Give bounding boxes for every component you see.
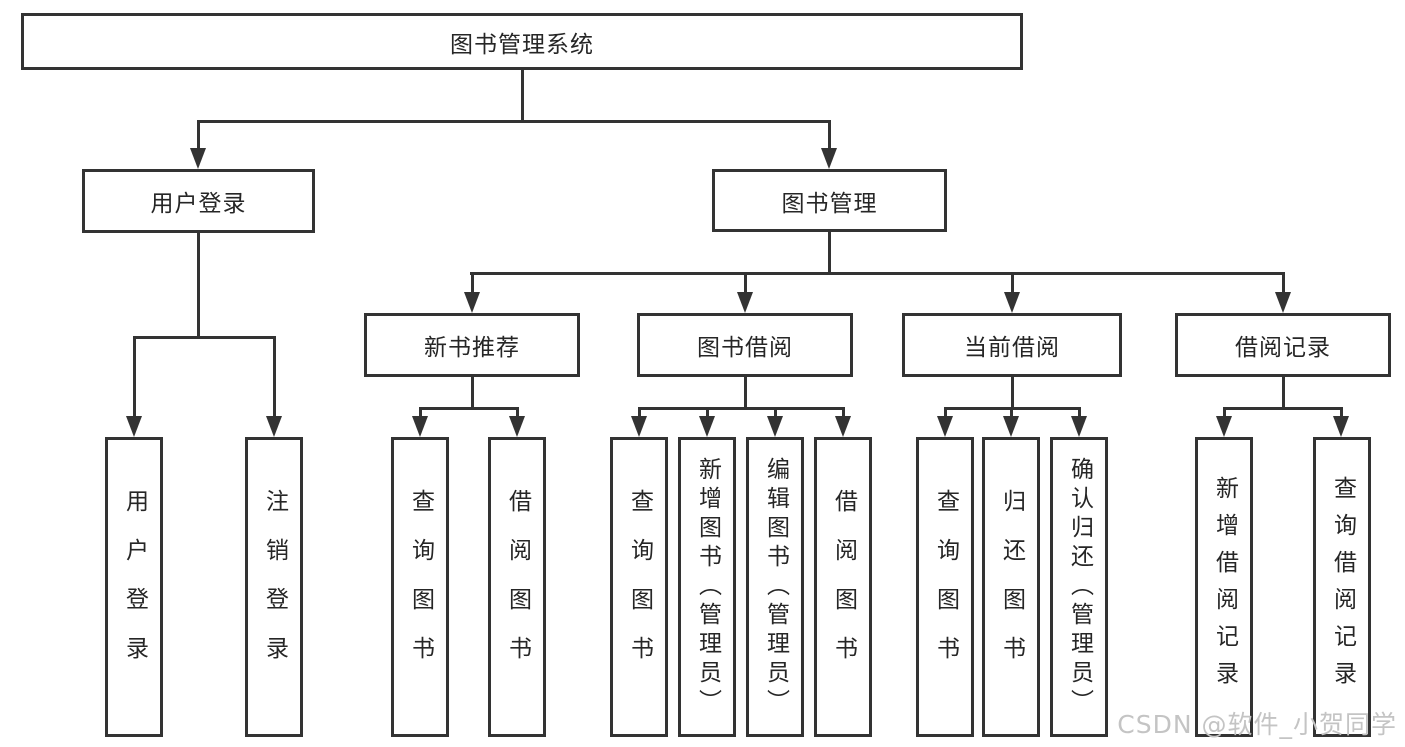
node-label: 查询图书 [407,489,434,685]
connector-line [944,407,947,418]
node-book-management: 图书管理 [712,169,947,232]
connector-line [516,407,519,418]
connector-line [133,336,276,339]
connector-line [471,377,474,407]
leaf-cb-confirm-return-admin: 确认归还（管理员） [1050,437,1108,737]
node-label: 当前借阅 [964,335,1060,361]
leaf-bb-edit-book-admin: 编辑图书（管理员） [746,437,804,737]
arrowhead-down-icon [631,416,647,437]
node-label: 查询借阅记录 [1329,476,1356,698]
arrowhead-down-icon [1004,292,1020,313]
connector-line [1010,407,1013,418]
connector-line [197,120,831,123]
leaf-rec-query-book: 查询图书 [391,437,449,737]
node-label: 借阅记录 [1235,335,1331,361]
leaf-bb-add-book-admin: 新增图书（管理员） [678,437,736,737]
connector-line [133,336,136,417]
leaf-br-query-record: 查询借阅记录 [1313,437,1371,737]
node-label: 新增图书（管理员） [694,456,721,718]
node-user-login: 用户登录 [82,169,315,233]
node-book-borrow: 图书借阅 [637,313,853,377]
leaf-logout: 注销登录 [245,437,303,737]
connector-line [1078,407,1081,418]
connector-line [842,407,845,418]
arrowhead-down-icon [1275,292,1291,313]
node-label: 借阅图书 [504,489,531,685]
connector-line [273,336,276,417]
node-label: 图书管理系统 [450,31,594,58]
node-label: 用户登录 [150,191,247,217]
node-label: 注销登录 [261,489,288,685]
leaf-cb-query-book: 查询图书 [916,437,974,737]
connector-line [1282,377,1285,407]
connector-line [1340,407,1343,418]
arrowhead-down-icon [821,148,837,169]
node-new-book-recommend: 新书推荐 [364,313,580,377]
leaf-br-add-record: 新增借阅记录 [1195,437,1253,737]
arrowhead-down-icon [509,416,525,437]
connector-line [197,120,200,150]
node-current-borrow: 当前借阅 [902,313,1122,377]
leaf-bb-borrow-book: 借阅图书 [814,437,872,737]
node-label: 新增借阅记录 [1211,476,1238,698]
connector-line [1223,407,1343,410]
csdn-watermark: CSDN @软件_小贺同学 [1117,710,1397,739]
node-label: 借阅图书 [830,489,857,685]
arrowhead-down-icon [412,416,428,437]
arrowhead-down-icon [835,416,851,437]
arrowhead-down-icon [937,416,953,437]
node-label: 归还图书 [998,489,1025,685]
connector-line [774,407,777,418]
leaf-cb-return-book: 归还图书 [982,437,1040,737]
connector-line [828,232,831,272]
node-label: 用户登录 [121,489,148,685]
connector-line [744,272,747,294]
connector-line [419,407,422,418]
node-library-management-system: 图书管理系统 [21,13,1023,70]
connector-line [470,272,1285,275]
node-label: 编辑图书（管理员） [762,456,789,718]
arrowhead-down-icon [1071,416,1087,437]
leaf-user-login: 用户登录 [105,437,163,737]
arrowhead-down-icon [266,416,282,437]
arrowhead-down-icon [126,416,142,437]
connector-line [1011,272,1014,294]
connector-line [521,70,524,120]
connector-line [638,407,641,418]
node-borrow-record: 借阅记录 [1175,313,1391,377]
node-label: 查询图书 [932,489,959,685]
leaf-rec-borrow-book: 借阅图书 [488,437,546,737]
connector-line [1011,377,1014,407]
arrowhead-down-icon [1216,416,1232,437]
leaf-bb-query-book: 查询图书 [610,437,668,737]
arrowhead-down-icon [1003,416,1019,437]
arrowhead-down-icon [767,416,783,437]
connector-line [706,407,709,418]
connector-line [744,377,747,407]
node-label: 新书推荐 [424,335,520,361]
connector-line [1282,272,1285,294]
arrowhead-down-icon [190,148,206,169]
connector-line [828,120,831,150]
node-label: 图书借阅 [697,335,793,361]
connector-line [638,407,845,410]
node-label: 图书管理 [781,190,878,217]
arrowhead-down-icon [464,292,480,313]
arrowhead-down-icon [699,416,715,437]
connector-line [419,407,519,410]
node-label: 确认归还（管理员） [1066,456,1093,718]
arrowhead-down-icon [1333,416,1349,437]
arrowhead-down-icon [737,292,753,313]
node-label: 查询图书 [626,489,653,685]
connector-line [197,233,200,336]
connector-line [471,272,474,294]
connector-line [1223,407,1226,418]
